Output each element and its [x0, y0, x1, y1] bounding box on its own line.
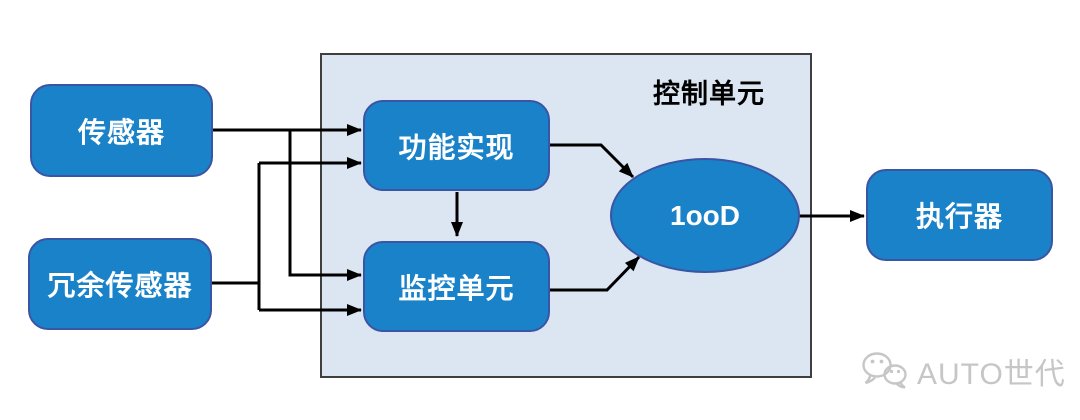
- node-redundant-sensor-label: 冗余传感器: [47, 270, 193, 301]
- node-actuator: 执行器: [866, 169, 1053, 261]
- node-monitoring-unit: 监控单元: [363, 241, 550, 332]
- edge-sensor-monitor: [288, 130, 362, 281]
- node-function-unit-label: 功能实现: [398, 131, 515, 163]
- watermark: AUTO世代: [860, 348, 1066, 393]
- node-1ood-voter-label: 1ooD: [670, 199, 740, 231]
- node-function-unit: 功能实现: [363, 100, 550, 191]
- node-1ood-voter: 1ooD: [610, 158, 800, 273]
- node-actuator-label: 执行器: [915, 201, 1003, 232]
- watermark-text: AUTO世代: [917, 357, 1066, 391]
- node-sensor: 传感器: [30, 84, 213, 177]
- edge-monitor-voter: [550, 255, 641, 292]
- edge-function-voter: [550, 143, 635, 179]
- wechat-icon: [862, 351, 907, 389]
- control-unit-label: 控制单元: [653, 79, 765, 109]
- node-monitoring-unit-label: 监控单元: [398, 272, 515, 304]
- node-sensor-label: 传感器: [77, 116, 165, 148]
- node-redundant-sensor: 冗余传感器: [28, 238, 212, 330]
